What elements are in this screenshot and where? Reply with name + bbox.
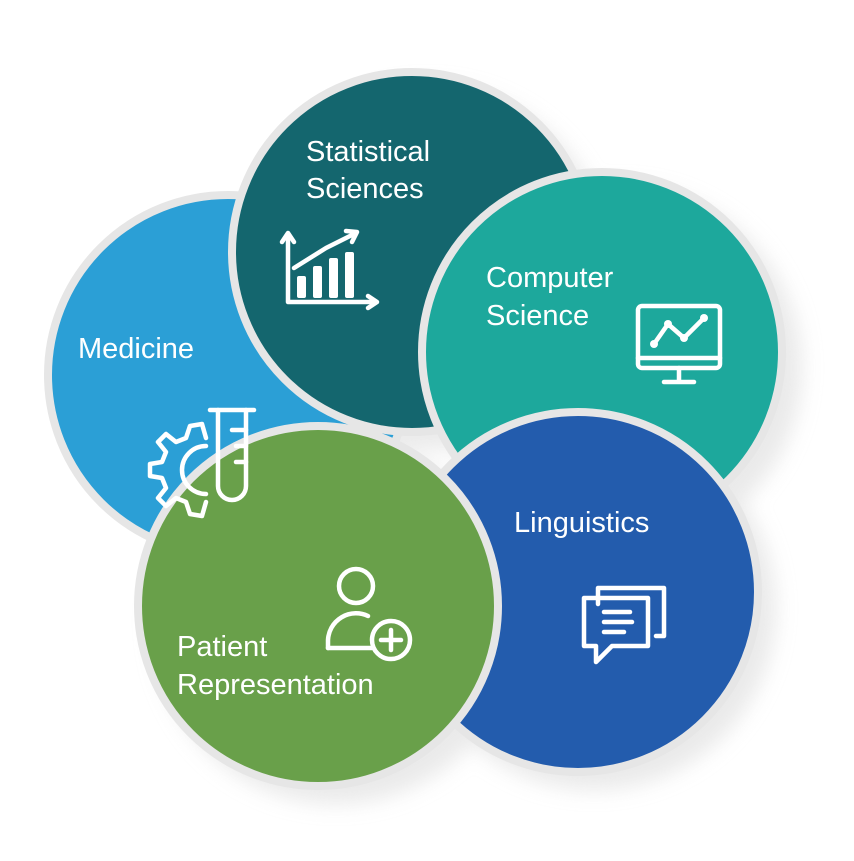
statistical-sciences-label-line1: Statistical (306, 136, 430, 168)
gear-test-tube-icon (147, 407, 257, 519)
chat-bubbles-icon (581, 585, 667, 665)
patient-representation-label-line1: Patient (177, 631, 267, 663)
user-add-icon (325, 566, 413, 662)
computer-science-label-line2: Science (486, 300, 589, 332)
computer-science-label-line1: Computer (486, 262, 614, 294)
bar-chart-growth-icon (279, 228, 380, 311)
circle-patient-representation (134, 422, 502, 790)
monitor-line-chart-icon (635, 303, 723, 385)
statistical-sciences-label-line2: Sciences (306, 173, 424, 205)
linguistics-label: Linguistics (514, 507, 649, 539)
medicine-label: Medicine (78, 333, 194, 365)
patient-representation-label-line2: Representation (177, 669, 374, 701)
